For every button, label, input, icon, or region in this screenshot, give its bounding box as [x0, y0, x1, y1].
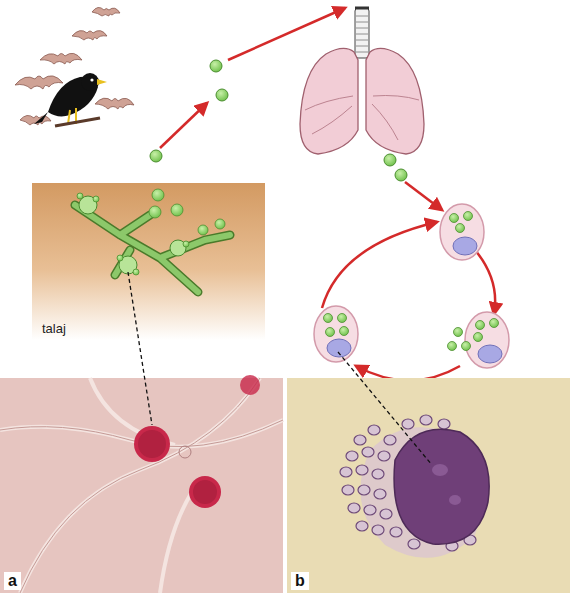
- soil-band: talaj: [32, 183, 265, 340]
- micrograph-panel: b: [287, 378, 570, 593]
- region-label: talaj: [42, 321, 66, 336]
- micrograph-b: [287, 378, 570, 593]
- lungs: [300, 8, 424, 154]
- macrophage: [314, 204, 509, 368]
- panel-letter: a: [4, 572, 21, 590]
- bird-symbol: [34, 73, 107, 126]
- micrograph-panel: a: [0, 378, 283, 593]
- micrograph-a: [0, 375, 283, 593]
- hypha: [75, 196, 230, 292]
- leader-line: [338, 352, 432, 465]
- leader-line: [128, 272, 152, 425]
- panel-letter: b: [291, 572, 309, 590]
- bat-symbol: [15, 7, 134, 125]
- soil-band: [32, 183, 265, 340]
